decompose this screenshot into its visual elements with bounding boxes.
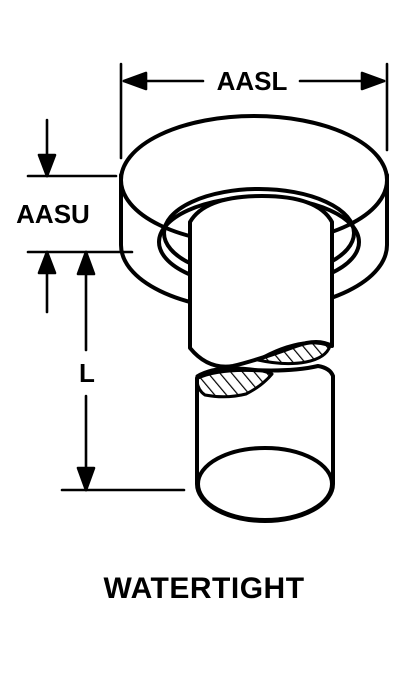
label-aasl: AASL <box>217 66 288 96</box>
dimension-l <box>60 250 186 492</box>
dimension-aasu <box>26 118 134 314</box>
lower-shaft <box>195 364 335 523</box>
label-l: L <box>79 358 95 388</box>
dimension-aasl <box>119 62 389 160</box>
caption-watertight: WATERTIGHT <box>103 572 304 605</box>
upper-shaft <box>188 194 334 369</box>
label-aasu: AASU <box>16 199 90 229</box>
